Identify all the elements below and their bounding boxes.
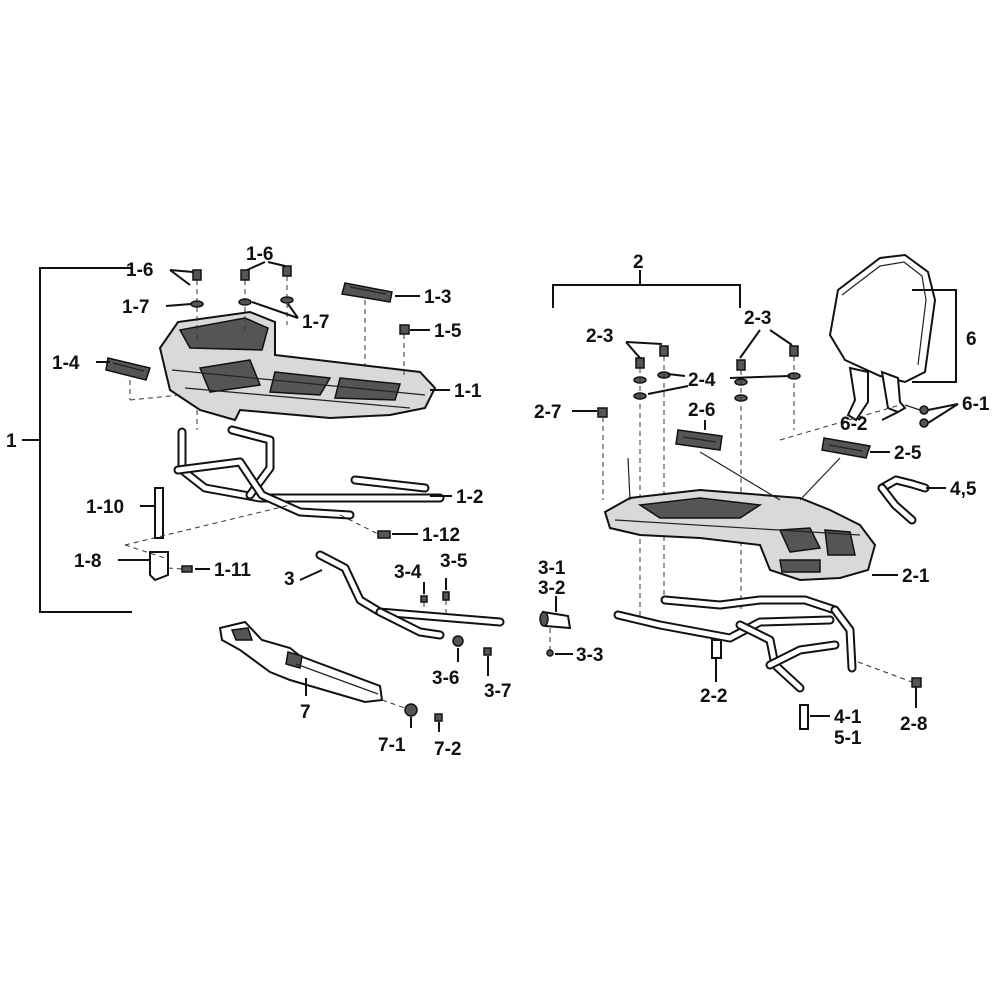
callout-3-5: 3-5 xyxy=(440,551,468,572)
callout-3: 3 xyxy=(284,569,295,590)
bar-assembly-3 xyxy=(315,550,572,657)
backrest-6 xyxy=(779,253,957,441)
callout-1-8: 1-8 xyxy=(74,551,101,572)
callout-6-2: 6-2 xyxy=(840,414,867,435)
callout-1-6: 1-6 xyxy=(246,244,273,265)
callout-3-7: 3-7 xyxy=(484,681,511,702)
callout-7: 7 xyxy=(300,702,311,723)
callout-1-7: 1-7 xyxy=(302,312,329,333)
callout-2: 2 xyxy=(633,252,644,273)
callout-1-10: 1-10 xyxy=(86,497,124,518)
callout-2-7: 2-7 xyxy=(534,402,561,423)
callout-1-4: 1-4 xyxy=(52,353,80,374)
part-4-5 xyxy=(877,475,930,525)
rear-rack-assembly xyxy=(597,345,922,730)
callout-1-6: 1-6 xyxy=(126,260,153,281)
group-1-bracket xyxy=(22,267,132,613)
callout-1: 1 xyxy=(6,431,17,452)
callout-1-5: 1-5 xyxy=(434,321,462,342)
callout-2-4: 2-4 xyxy=(688,370,716,391)
callout-2-3: 2-3 xyxy=(586,326,613,347)
group-2-bracket xyxy=(552,270,741,308)
callout-1-11: 1-11 xyxy=(214,560,251,581)
callout-labels: 1 1-1 1-2 1-3 1-4 1-5 1-6 1-6 1-7 1-7 1-… xyxy=(6,244,990,760)
callout-4-1: 4-1 xyxy=(834,707,862,728)
callout-6-1: 6-1 xyxy=(962,394,990,415)
callout-1-7: 1-7 xyxy=(122,297,149,318)
callout-1-12: 1-12 xyxy=(422,525,460,546)
callout-4-5: 4,5 xyxy=(950,479,977,500)
callout-2-8: 2-8 xyxy=(900,714,927,735)
callout-3-4: 3-4 xyxy=(394,562,422,583)
callout-1-3: 1-3 xyxy=(424,287,451,308)
callout-3-3: 3-3 xyxy=(576,645,603,666)
front-rack-assembly xyxy=(105,265,445,582)
leader-lines xyxy=(96,261,959,732)
callout-1-1: 1-1 xyxy=(454,381,482,402)
callout-2-1: 2-1 xyxy=(902,566,930,587)
callout-5-1: 5-1 xyxy=(834,728,862,749)
callout-3-6: 3-6 xyxy=(432,668,459,689)
callout-2-6: 2-6 xyxy=(688,400,715,421)
callout-3-1: 3-1 xyxy=(538,558,566,579)
callout-2-3: 2-3 xyxy=(744,308,771,329)
callout-7-2: 7-2 xyxy=(434,739,461,760)
callout-1-2: 1-2 xyxy=(456,487,483,508)
callout-2-5: 2-5 xyxy=(894,443,922,464)
callout-3-2: 3-2 xyxy=(538,578,565,599)
callout-6: 6 xyxy=(966,329,977,350)
callout-7-1: 7-1 xyxy=(378,735,406,756)
callout-2-2: 2-2 xyxy=(700,686,727,707)
bumper-7 xyxy=(218,620,443,722)
